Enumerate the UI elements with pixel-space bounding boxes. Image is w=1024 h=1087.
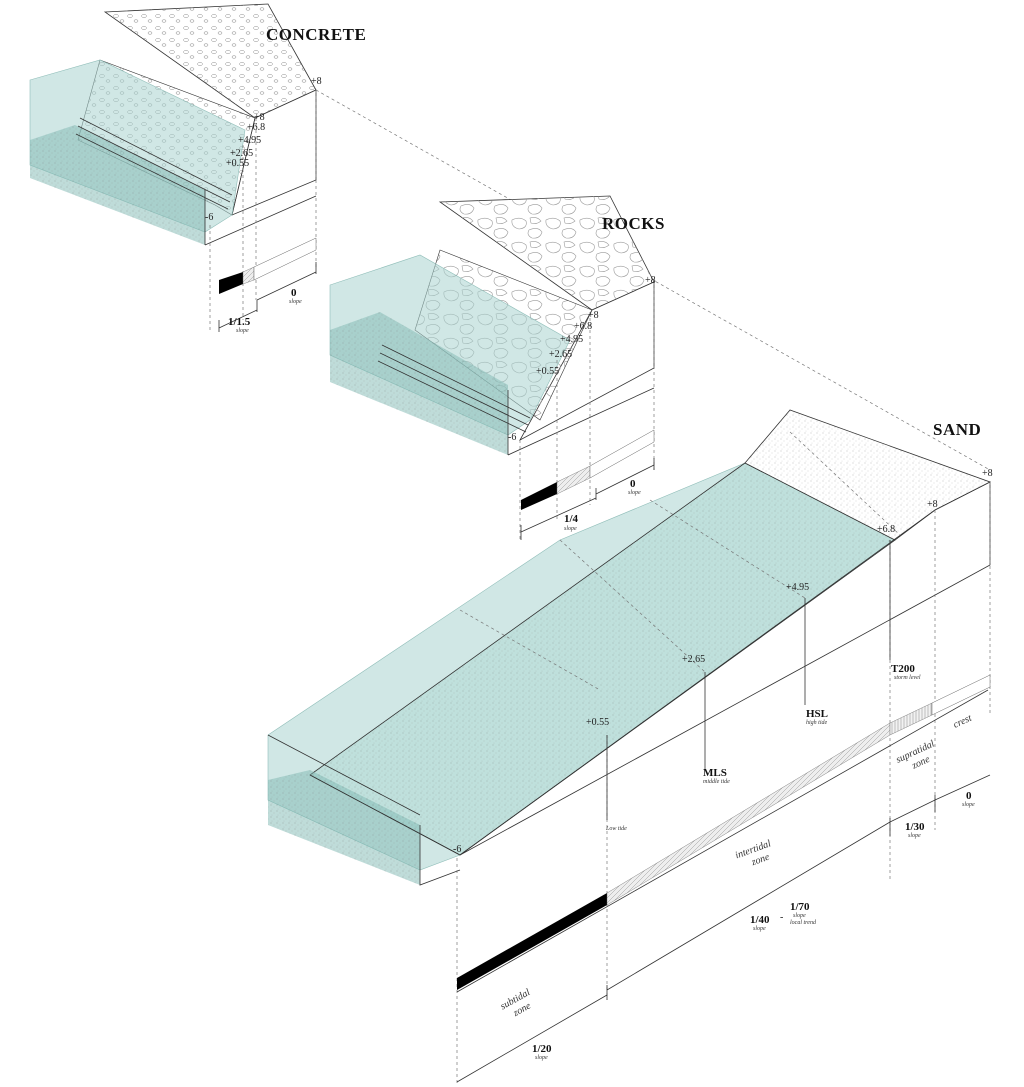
rocks-edges [377, 344, 655, 456]
level-label: +8 [254, 112, 265, 123]
level-label: +8 [645, 275, 656, 286]
rocks-title: ROCKS [602, 214, 665, 233]
level-label: +8 [927, 499, 938, 510]
concrete-title: CONCRETE [266, 25, 366, 44]
level-label: +8 [982, 468, 993, 479]
marker-code: HSL [806, 708, 828, 720]
dimension-lines [520, 458, 655, 540]
tide-marker-lines [606, 540, 891, 820]
slope-value: 1/70 [790, 901, 810, 913]
slope-unit: slope [793, 913, 806, 919]
slope-value: 0 [291, 287, 297, 299]
intertidal-bar [242, 266, 255, 285]
slope-value: 1/20 [532, 1043, 552, 1055]
concrete-section: CONCRETE +8 +8 +6.8 +4.95 +2.65 +0.55 -6… [29, 3, 991, 471]
slope-unit: slope [289, 299, 302, 305]
slope-unit: slope [753, 926, 766, 932]
slope-value: 1/40 [750, 914, 770, 926]
level-label: +6.8 [877, 524, 895, 535]
dimension-lines [456, 689, 991, 1083]
sand-title: SAND [933, 420, 981, 439]
sand-slope-texture [310, 463, 895, 855]
slope-unit: slope [908, 833, 921, 839]
zone-label: crest [952, 713, 974, 731]
marker-desc: middle tide [703, 779, 730, 785]
level-label: +2.65 [549, 349, 572, 360]
marker-desc: high tide [806, 720, 828, 726]
level-label: +0.55 [586, 717, 609, 728]
slope-value: 1/1.5 [228, 316, 251, 328]
level-label: +4.95 [786, 582, 809, 593]
supratidal-bar [889, 702, 933, 736]
rocks-texture [440, 196, 654, 310]
level-label: +8 [311, 76, 322, 87]
level-label: +4.95 [560, 334, 583, 345]
rocks-seabed-texture [330, 312, 508, 455]
slope-unit: slope [628, 490, 641, 496]
marker-desc: Low tide [605, 826, 627, 832]
crest-bar [931, 674, 991, 716]
crest-bar [253, 237, 317, 281]
slope-separator: - [780, 912, 783, 923]
dimension-lines [218, 262, 317, 332]
subtidal-bar [457, 893, 607, 990]
concrete-seabed-texture [30, 125, 205, 245]
intertidal-bar [556, 465, 591, 495]
level-label: +2.65 [682, 654, 705, 665]
slope-unit: slope [535, 1055, 548, 1061]
sand-section: SAND +8 +8 +6.8 +4.95 +2.65 +0.55 -6 T20… [267, 409, 993, 1085]
level-label: +4.95 [238, 135, 261, 146]
slope-unit: slope [962, 802, 975, 808]
intertidal-bar [606, 722, 891, 906]
subtidal-bar [219, 272, 243, 294]
sand-projection-lines [456, 482, 991, 1085]
crest-bar [589, 429, 655, 479]
level-label: +0.55 [536, 366, 559, 377]
level-label: +6.8 [574, 321, 592, 332]
level-label: -6 [508, 432, 516, 443]
concrete-texture [105, 4, 316, 118]
level-label: +2.65 [230, 148, 253, 159]
subtidal-bar [521, 482, 557, 510]
sand-seabed-texture [268, 770, 420, 885]
level-label: -6 [453, 844, 461, 855]
rocks-projection-lines [519, 282, 655, 540]
slope-unit: slope [564, 526, 577, 532]
sand-crest-texture [745, 410, 990, 540]
level-label: +6.8 [247, 122, 265, 133]
level-label: +8 [588, 310, 599, 321]
marker-desc: storm level [894, 675, 921, 681]
slope-value: 1/30 [905, 821, 925, 833]
rocks-section: ROCKS +8 +8 +6.8 +4.95 +2.65 +0.55 -6 1/… [329, 195, 665, 540]
slope-value: 0 [966, 790, 972, 802]
concrete-edges [75, 117, 317, 246]
marker-code: T200 [891, 663, 915, 675]
sand-contour-lines [459, 431, 901, 691]
slope-value: 0 [630, 478, 636, 490]
level-label: +0.55 [226, 158, 249, 169]
marker-code: MLS [703, 767, 727, 779]
slope-unit: slope [236, 328, 249, 334]
level-label: -6 [205, 212, 213, 223]
slope-value: 1/4 [564, 513, 579, 525]
slope-note: local trend [790, 920, 817, 926]
